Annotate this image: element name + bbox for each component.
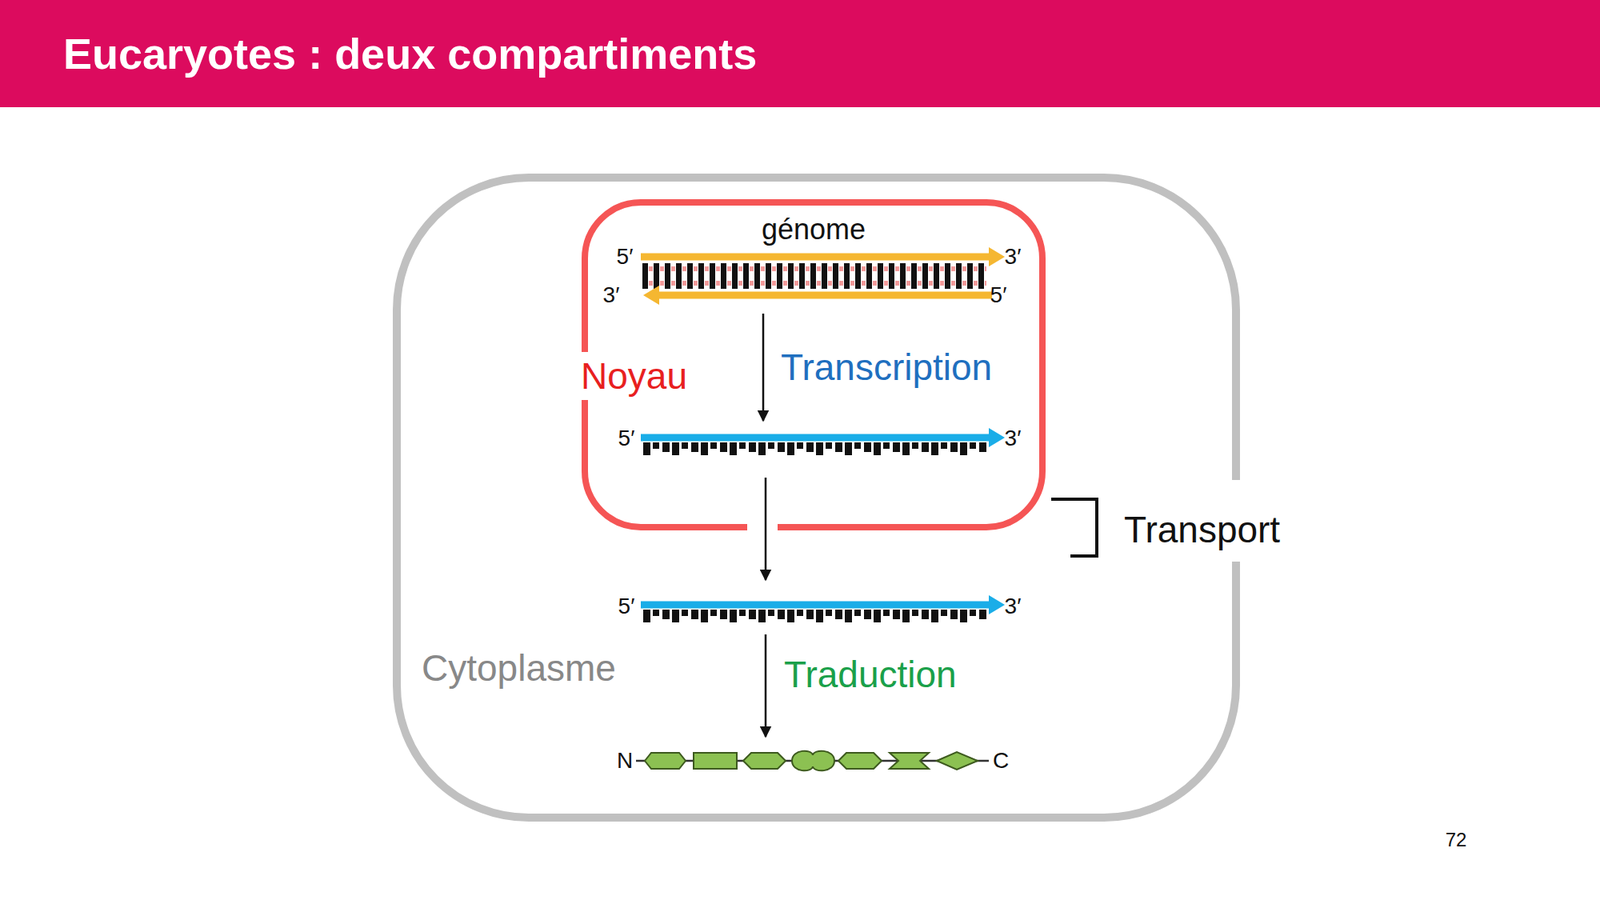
compartment-label: Noyau (579, 353, 689, 400)
cell-cytoplasm: Cytoplasme Noyau (392, 173, 1240, 822)
page-number: 72 (1445, 828, 1468, 852)
genome-label: génome (761, 212, 866, 246)
strand-end: 3′ (1004, 244, 1022, 270)
strand-end: 5′ (618, 593, 636, 620)
strand-end: 3′ (603, 282, 620, 308)
process-label: Traduction (784, 653, 957, 696)
slide-title: Eucaryotes : deux compartiments (63, 28, 757, 79)
terminus-label: N (616, 748, 633, 774)
cell-cytoplasm-outline (392, 173, 1240, 822)
strand-end: 3′ (1004, 593, 1022, 620)
terminus-label: C (992, 748, 1009, 774)
strand-end: 3′ (1004, 425, 1022, 452)
process-label: Transport (1124, 508, 1280, 552)
process-label: Transcription (780, 346, 992, 389)
strand-end: 5′ (616, 244, 634, 270)
strand-end: 5′ (990, 282, 1008, 308)
strand-end: 5′ (618, 425, 636, 452)
compartment-label: Cytoplasme (420, 645, 618, 692)
